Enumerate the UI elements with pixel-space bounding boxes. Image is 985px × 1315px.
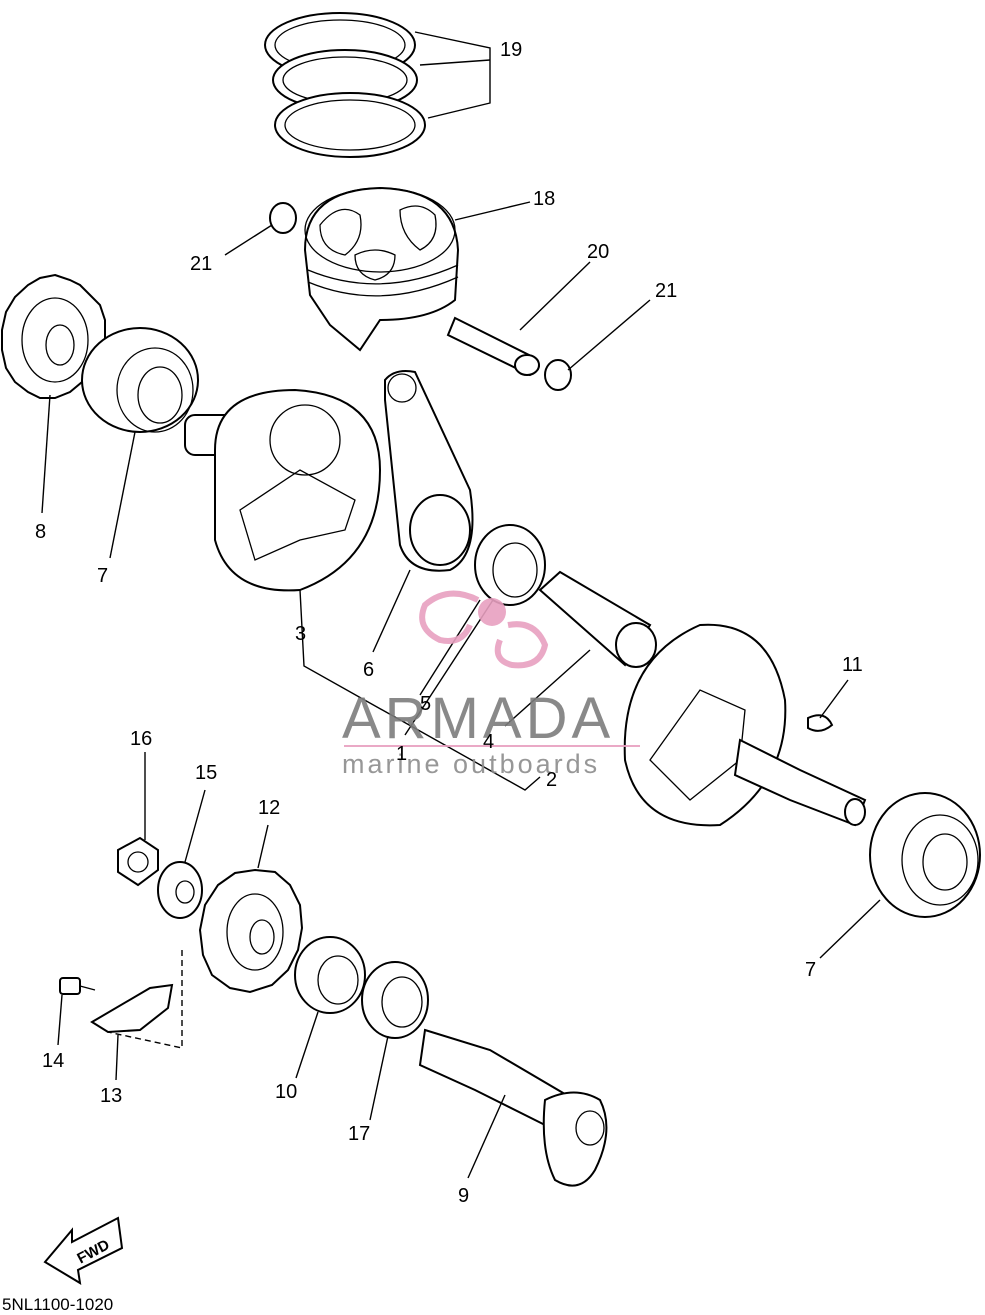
callout-6: 6	[363, 659, 374, 681]
callout-8: 8	[35, 521, 46, 543]
primary-drive-gear	[1, 273, 106, 399]
callout-11: 11	[842, 654, 863, 676]
callout-21-upper: 21	[190, 253, 212, 275]
crank-web-left	[184, 388, 382, 592]
connecting-rod	[384, 370, 474, 572]
needle-bearing-crankpin	[474, 524, 546, 606]
circlip-lower	[544, 359, 572, 391]
callout-15: 15	[195, 762, 217, 784]
woodruff-key	[807, 714, 834, 732]
assembly-guide-lines	[107, 950, 183, 1049]
bolt	[59, 977, 96, 995]
nut	[117, 836, 159, 887]
leader-lines	[41, 31, 881, 1179]
bearing-left	[81, 327, 199, 433]
callout-20: 20	[587, 241, 609, 263]
callout-14: 14	[42, 1050, 64, 1072]
circlip-upper	[269, 202, 297, 234]
diagram-code: 5NL1100-1020	[2, 1295, 113, 1314]
lock-washer	[157, 861, 203, 919]
balancer-shaft	[418, 1028, 608, 1187]
crank-web-right	[623, 623, 867, 827]
callout-18: 18	[533, 188, 555, 210]
watermark-brand: ARMADA	[342, 686, 614, 751]
callout-12: 12	[258, 797, 280, 819]
crank-pin	[538, 570, 657, 668]
needle-bearing-balancer	[361, 961, 429, 1039]
callout-10: 10	[275, 1081, 297, 1103]
callout-17: 17	[348, 1123, 370, 1145]
callout-7-left: 7	[97, 565, 108, 587]
callout-7-right: 7	[805, 959, 816, 981]
fwd-arrow-icon: FWD	[43, 1216, 124, 1285]
piston-rings	[264, 12, 426, 158]
brand-logo-icon	[419, 590, 549, 669]
watermark: ARMADA marine outboards	[342, 590, 640, 779]
callout-13: 13	[100, 1085, 122, 1107]
bearing-balancer	[294, 936, 366, 1014]
callout-4: 4	[483, 731, 494, 753]
piston-pin	[446, 316, 540, 377]
callout-5: 5	[420, 693, 431, 715]
bearing-right	[869, 792, 981, 918]
callout-9: 9	[458, 1185, 469, 1207]
callout-21-lower: 21	[655, 280, 677, 302]
callout-numbers: 19 18 20 21 21 8 7 3 6 5 1 4 2 11 7 16 1…	[35, 39, 863, 1207]
callout-16: 16	[130, 728, 152, 750]
watermark-tagline: marine outboards	[342, 749, 600, 779]
balancer-gear	[198, 868, 304, 994]
callout-2: 2	[546, 769, 557, 791]
callout-19: 19	[500, 39, 522, 61]
callout-1: 1	[396, 743, 407, 765]
piston	[303, 186, 460, 352]
callout-3: 3	[295, 623, 306, 645]
retainer-plate	[90, 983, 174, 1034]
